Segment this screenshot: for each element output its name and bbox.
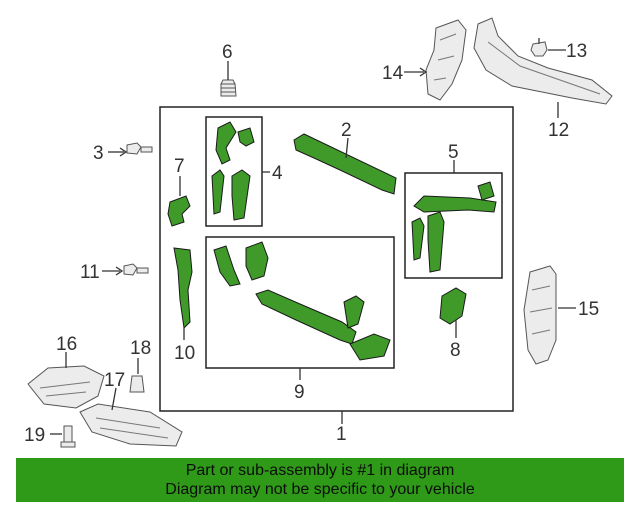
banner-line-1: Part or sub-assembly is #1 in diagram [185, 462, 455, 479]
callout-17: 17 [104, 370, 125, 391]
callout-19: 19 [24, 425, 45, 446]
part-16-shield[interactable] [27, 365, 105, 409]
part-13-clip[interactable] [530, 38, 548, 57]
callout-12: 12 [548, 120, 569, 141]
callout-4: 4 [272, 163, 283, 184]
part-10-side-member[interactable] [173, 247, 193, 330]
callout-15: 15 [578, 299, 599, 320]
callout-14: 14 [382, 63, 404, 84]
callout-13: 13 [566, 41, 587, 62]
part-18-clip[interactable] [129, 375, 145, 393]
callout-8: 8 [450, 340, 461, 361]
callout-5: 5 [448, 142, 459, 163]
part-19-bolt[interactable] [60, 425, 76, 448]
part-17-shield[interactable] [79, 403, 183, 447]
part-3-bolt[interactable] [126, 142, 153, 155]
part-4-bracket-group[interactable] [211, 121, 255, 221]
part-12-cover[interactable] [473, 17, 613, 105]
callout-18: 18 [130, 338, 151, 359]
assembly-1-frame [159, 106, 514, 412]
part-2-upper-support[interactable] [293, 133, 397, 195]
callout-16: 16 [56, 334, 77, 355]
part-11-bolt[interactable] [123, 263, 149, 276]
callout-9: 9 [294, 382, 305, 403]
banner-line-2: Diagram may not be specific to your vehi… [165, 481, 475, 498]
part-7-bracket[interactable] [167, 195, 191, 227]
part-6-grommet[interactable] [220, 79, 237, 97]
callout-6: 6 [222, 42, 233, 63]
part-8-bracket[interactable] [439, 287, 467, 325]
part-5-bracket-group[interactable] [411, 181, 497, 273]
info-banner: Part or sub-assembly is #1 in diagram Di… [16, 458, 624, 502]
part-9-lower-support-group[interactable] [213, 241, 391, 361]
callout-11: 11 [80, 262, 100, 283]
part-14-seal[interactable] [425, 19, 467, 101]
callout-7: 7 [174, 156, 185, 177]
leader-lines [50, 49, 576, 435]
callout-3: 3 [93, 143, 104, 164]
part-15-guide[interactable] [523, 265, 557, 365]
callout-2: 2 [341, 120, 352, 141]
callout-1: 1 [336, 424, 347, 445]
callout-10: 10 [174, 343, 195, 364]
